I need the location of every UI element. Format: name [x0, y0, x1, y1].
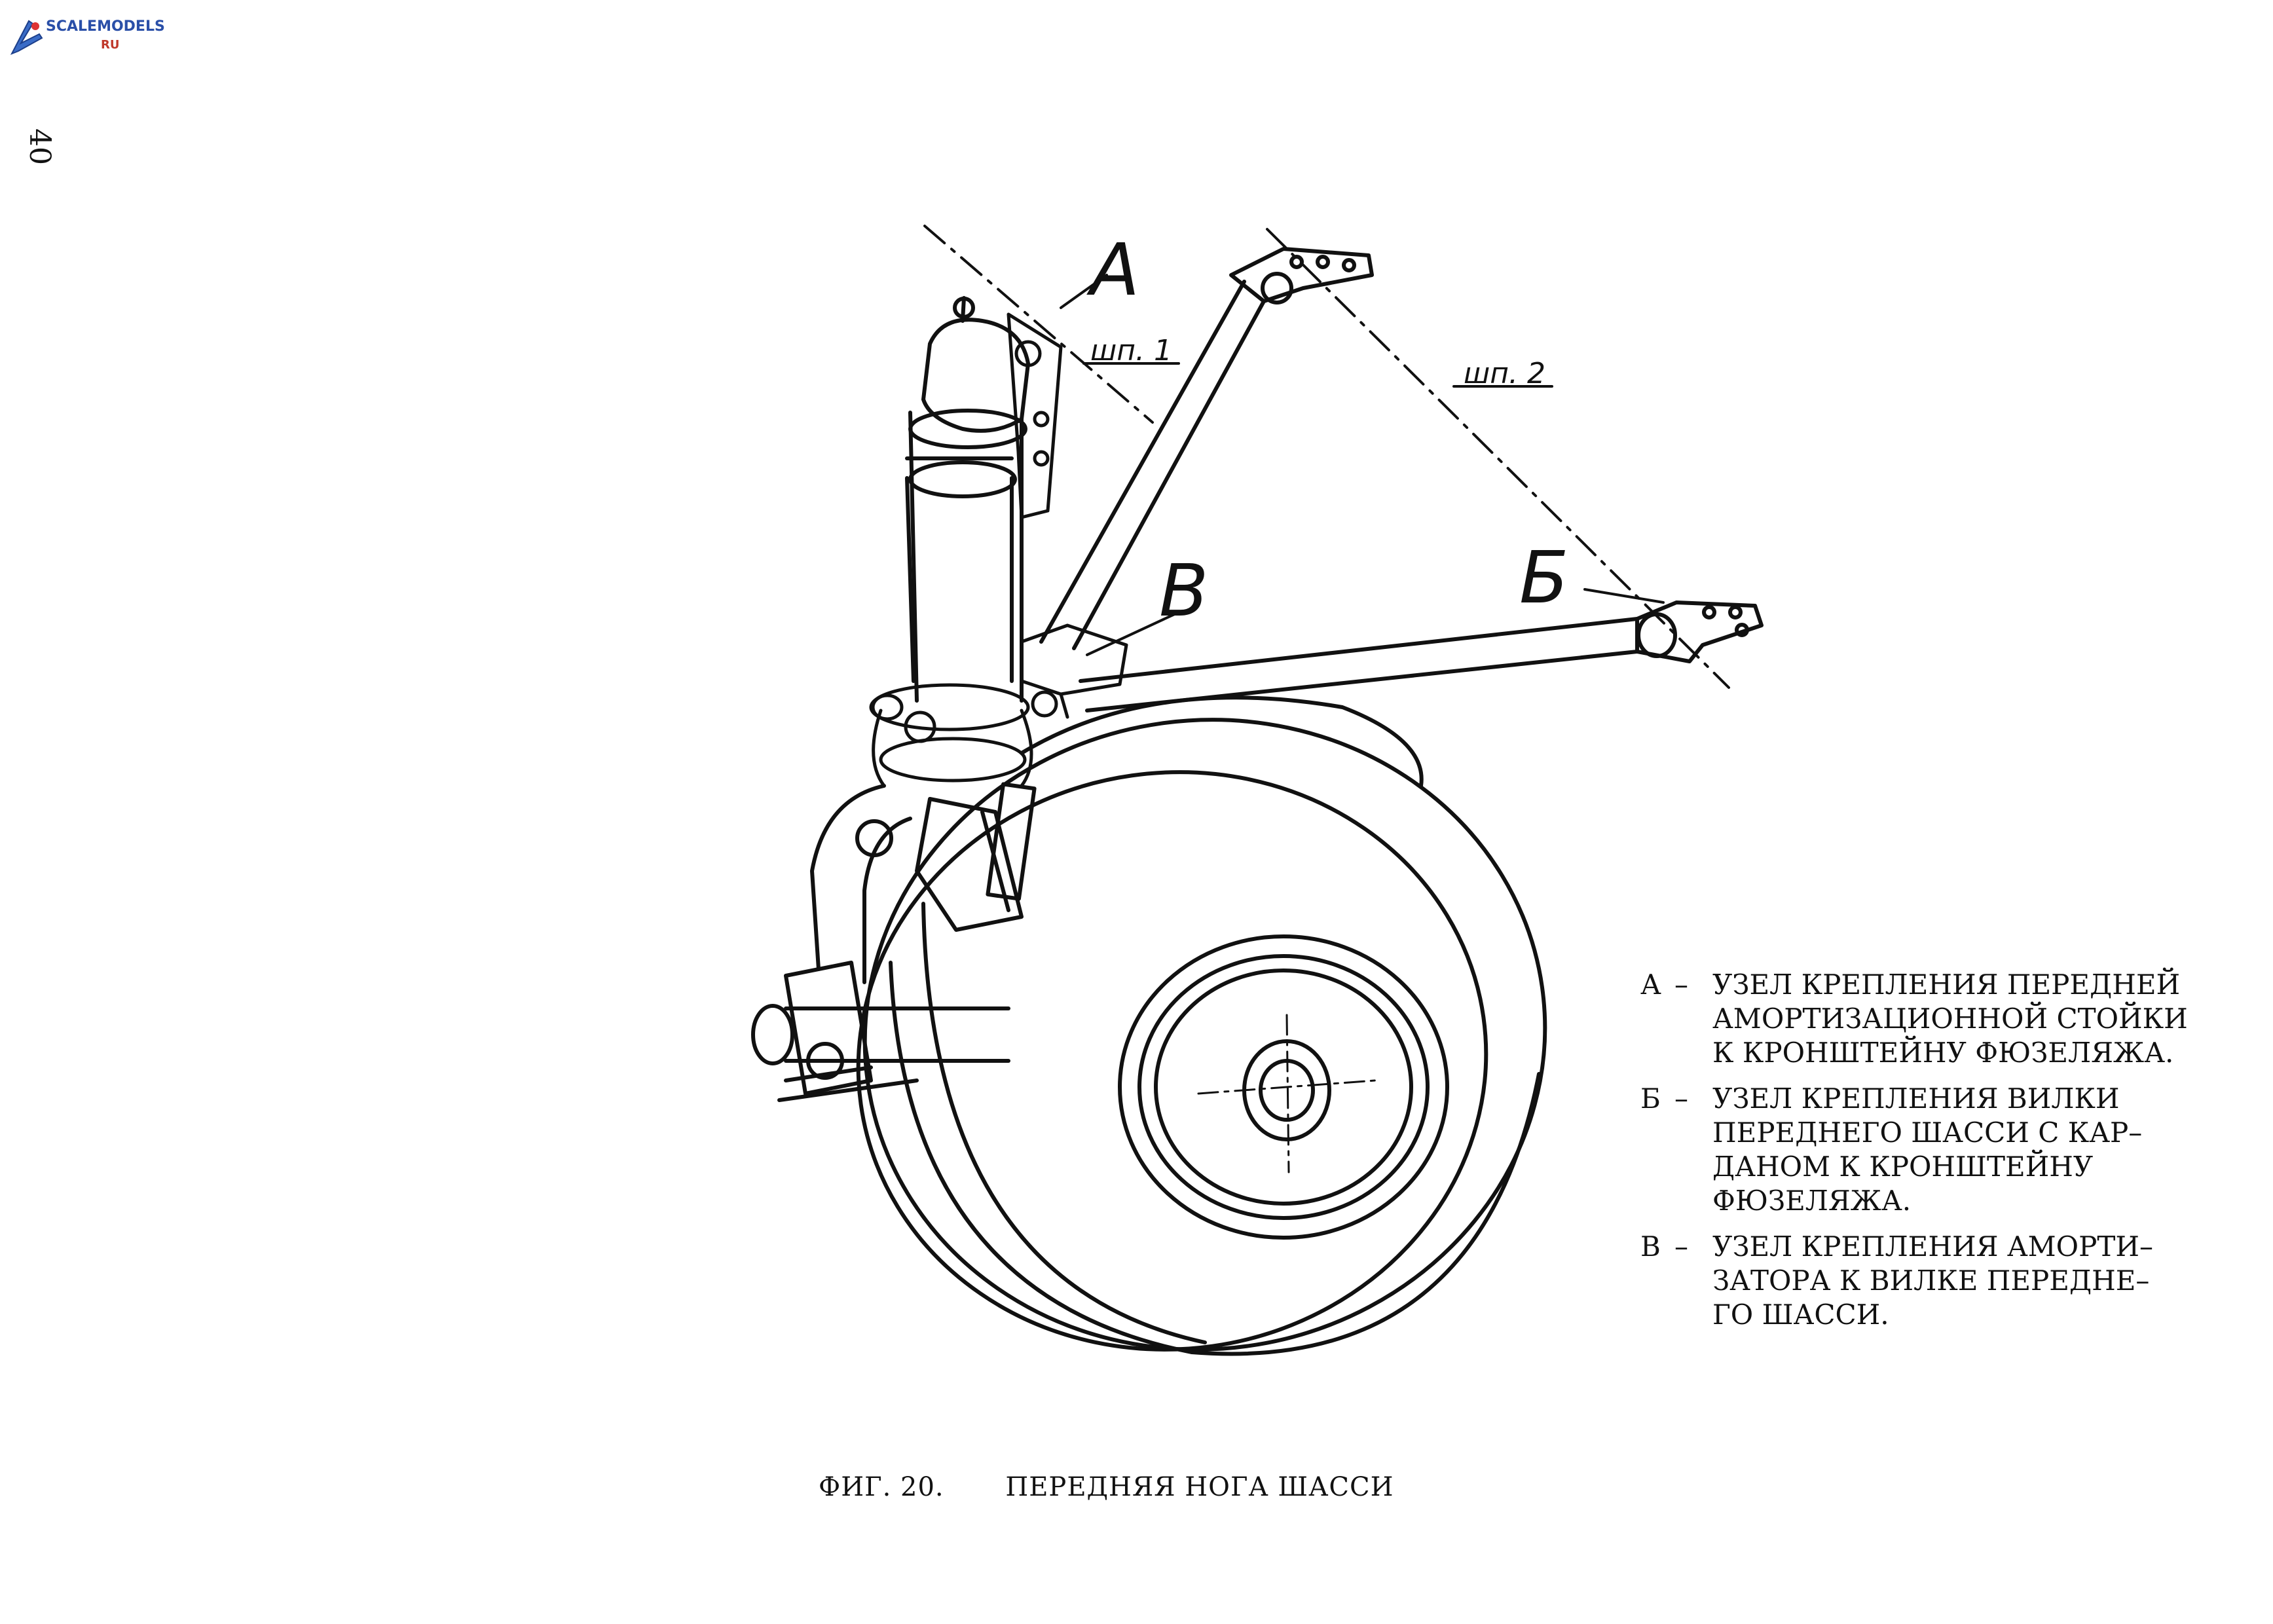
fork-elbow: [810, 782, 1037, 984]
legend-dash: –: [1674, 969, 1688, 1001]
legend-text: УЗЕЛ КРЕПЛЕНИЯ ВИЛКИ ПЕРЕДНЕГО ШАССИ С К…: [1712, 1082, 2143, 1217]
legend: А – УЗЕЛ КРЕПЛЕНИЯ ПЕРЕДНЕЙ АМОРТИЗАЦИОН…: [1640, 968, 2230, 1344]
drag-strut-upper: [1039, 247, 1374, 650]
watermark-suffix: RU: [101, 38, 120, 52]
swivel-collar: [869, 683, 1058, 788]
callout-b: Б: [1519, 536, 1568, 619]
legend-item-v: В – УЗЕЛ КРЕПЛЕНИЯ АМОРТИ– ЗАТОРА К ВИЛК…: [1640, 1230, 2230, 1332]
figure-number: ФИГ. 20.: [819, 1472, 944, 1502]
axle-stub: [751, 961, 1010, 1102]
callout-hinge-2: шп. 2: [1464, 357, 1545, 390]
callout-a: А: [1086, 228, 1139, 312]
legend-text: УЗЕЛ КРЕПЛЕНИЯ ПЕРЕДНЕЙ АМОРТИЗАЦИОННОЙ …: [1712, 969, 2188, 1069]
callout-v: В: [1159, 549, 1208, 633]
legend-item-b: Б – УЗЕЛ КРЕПЛЕНИЯ ВИЛКИ ПЕРЕДНЕГО ШАССИ…: [1640, 1082, 2230, 1218]
callout-hinge-1: шп. 1: [1090, 334, 1172, 367]
legend-item-a: А – УЗЕЛ КРЕПЛЕНИЯ ПЕРЕДНЕЙ АМОРТИЗАЦИОН…: [1640, 968, 2230, 1070]
legend-dash: –: [1674, 1082, 1688, 1115]
watermark-text: SCALEMODELS: [46, 18, 165, 35]
legend-dash: –: [1674, 1230, 1688, 1263]
legend-letter: В: [1640, 1230, 1661, 1263]
leader-lines: [1060, 274, 1665, 656]
legend-letter: А: [1640, 969, 1661, 1001]
bracket-a: [1007, 312, 1063, 519]
fitting-v: [1020, 623, 1128, 719]
axis-lines: [923, 225, 1730, 689]
figure-caption: ФИГ. 20. ПЕРЕДНЯЯ НОГА ШАССИ: [819, 1472, 1394, 1502]
shock-strut: [905, 296, 1030, 703]
wheel: [856, 695, 1547, 1356]
watermark-logo: SCALEMODELS RU: [9, 14, 165, 60]
jet-icon: [10, 20, 43, 55]
legend-letter: Б: [1640, 1082, 1661, 1115]
legend-text: УЗЕЛ КРЕПЛЕНИЯ АМОРТИ– ЗАТОРА К ВИЛКЕ ПЕ…: [1712, 1230, 2154, 1331]
figure-title: ПЕРЕДНЯЯ НОГА ШАССИ: [1005, 1472, 1394, 1502]
